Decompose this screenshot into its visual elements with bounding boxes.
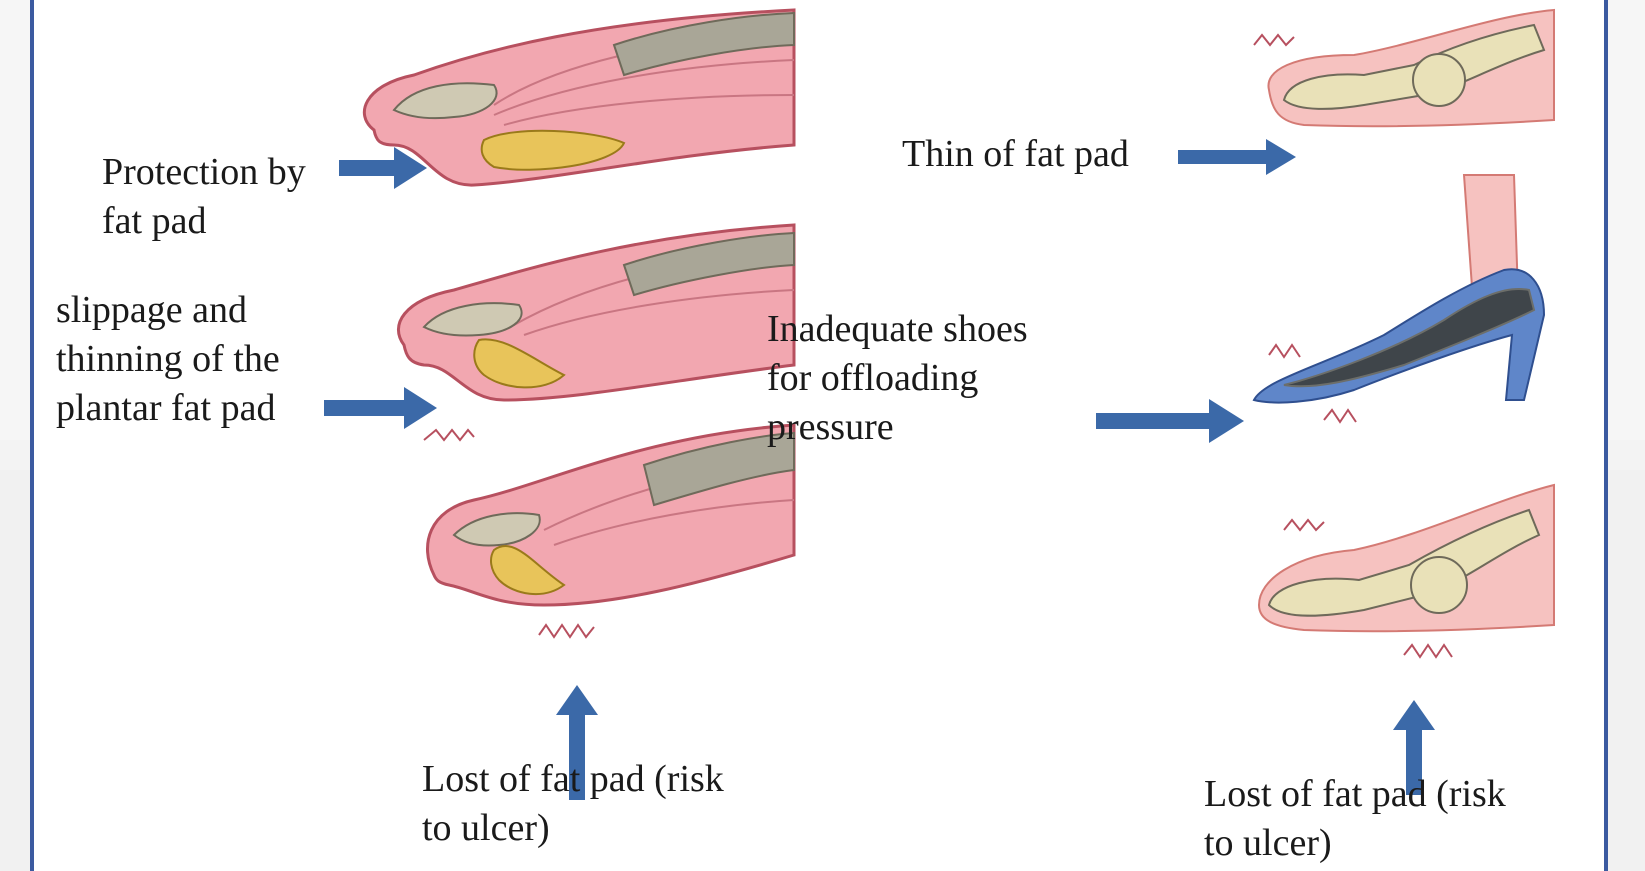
label-line: slippage and [56,286,280,335]
label-line: plantar fat pad [56,384,280,433]
label-line: Lost of fat pad (risk [422,755,724,804]
label-line: Lost of fat pad (risk [1204,770,1506,819]
label-line: for offloading [767,354,1028,403]
arrow-right-slippage [324,385,439,435]
arrow-right-thin [1178,138,1298,178]
label-slippage-thinning: slippage and thinning of the plantar fat… [56,286,280,433]
figure-frame: Protection by fat pad slippage and thinn… [30,0,1608,871]
arrow-right-protection [339,145,429,195]
label-lost-fat-pad-right: Lost of fat pad (risk to ulcer) [1204,770,1506,868]
label-line: fat pad [102,197,306,246]
foot-section-fat-pad-lost-icon [394,415,794,645]
toe-bones-lost-fat-pad-icon [1244,485,1554,670]
foot-in-high-heel-shoe-icon [1244,175,1554,430]
label-line: Protection by [102,148,306,197]
toe-bones-thin-fat-pad-icon [1244,10,1554,135]
label-protection-by-fat-pad: Protection by fat pad [102,148,306,246]
label-line: Thin of fat pad [902,130,1129,179]
label-line: thinning of the [56,335,280,384]
label-line: to ulcer) [1204,819,1506,868]
label-line: pressure [767,403,1028,452]
label-lost-fat-pad-left: Lost of fat pad (risk to ulcer) [422,755,724,853]
arrow-right-shoes [1096,397,1246,447]
label-inadequate-shoes: Inadequate shoes for offloading pressure [767,305,1028,452]
label-thin-of-fat-pad: Thin of fat pad [902,130,1129,179]
label-line: to ulcer) [422,804,724,853]
label-line: Inadequate shoes [767,305,1028,354]
